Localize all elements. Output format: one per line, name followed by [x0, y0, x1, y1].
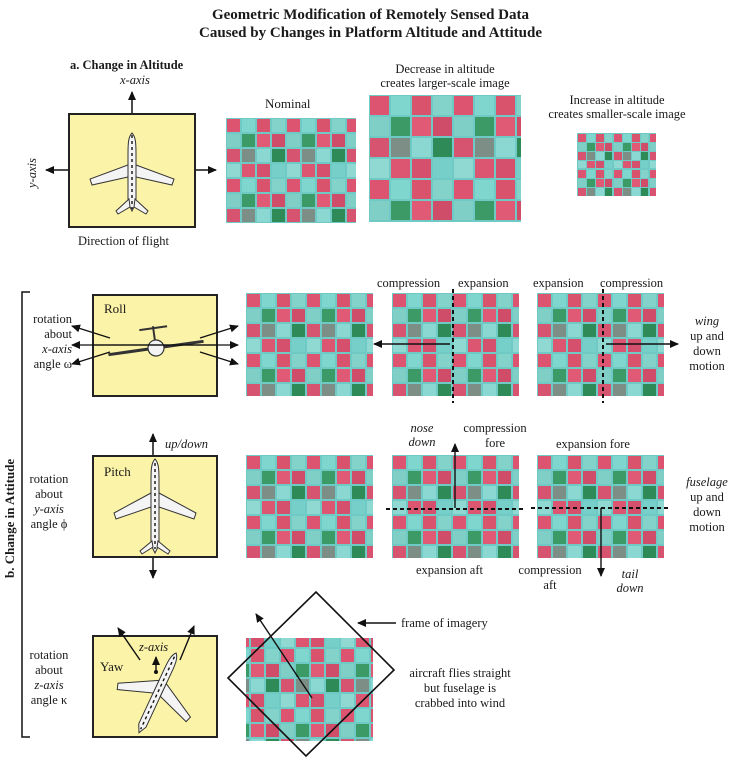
yaw-z-axis-label: z-axis — [139, 640, 169, 654]
section-a-heading: a. Change in Altitude — [70, 58, 184, 72]
aircraft-top-icon — [113, 458, 197, 555]
pitch-aircraft-box: Pitch — [92, 455, 218, 558]
increase-line-2: creates smaller-scale image — [548, 107, 686, 121]
roll-motion-2: up and — [690, 329, 724, 343]
aircraft-top-icon — [89, 132, 175, 215]
yaw-aircraft-box: Yaw z-axis — [92, 635, 218, 738]
larger-scale-image — [369, 95, 521, 222]
yaw-image-group — [226, 590, 396, 758]
yaw-rot-3: z-axis — [34, 678, 64, 692]
pitch-rotation-text: rotation about y-axis angle ϕ — [18, 472, 80, 532]
yaw-rot-2: about — [35, 663, 63, 677]
increase-altitude-caption: Increase in altitude creates smaller-sca… — [527, 93, 707, 121]
nose-down-1: nose — [410, 421, 434, 435]
roll-nominal-image — [246, 293, 373, 396]
smaller-scale-image — [577, 133, 656, 196]
pitch-motion-4: motion — [689, 520, 725, 534]
aircraft-yawed-icon — [116, 652, 192, 734]
roll-expansion-label: expansion — [458, 276, 509, 290]
roll-compression-label-2: compression — [600, 276, 664, 290]
compression-fore-1: compression — [463, 421, 527, 435]
tail-down-2: down — [616, 581, 644, 595]
expansion-aft-label: expansion aft — [416, 563, 483, 577]
increase-line-1: Increase in altitude — [569, 93, 665, 107]
aircraft-front-icon — [108, 325, 204, 357]
yaw-rotation-text: rotation about z-axis angle κ — [18, 648, 80, 708]
pitch-rot-4: angle ϕ — [30, 517, 68, 531]
crab-caption: aircraft flies straight but fuselage is … — [385, 666, 535, 711]
decrease-altitude-caption: Decrease in altitude creates larger-scal… — [360, 62, 530, 90]
compression-aft-1: compression — [518, 563, 582, 577]
nominal-image — [226, 118, 356, 223]
roll-motion-4: motion — [689, 359, 725, 373]
tail-down-1: tail — [621, 567, 639, 581]
pitch-motion-2: up and — [690, 490, 724, 504]
yaw-rot-1: rotation — [29, 648, 69, 662]
roll-rot-3: x-axis — [42, 342, 72, 356]
roll-motion-caption: wing up and down motion — [680, 314, 734, 374]
roll-motion-3: down — [693, 344, 721, 358]
compression-aft-label: compression aft — [510, 563, 590, 593]
yaw-rot-4: angle κ — [30, 693, 68, 707]
decrease-line-2: creates larger-scale image — [380, 76, 510, 90]
roll-compression-label: compression — [377, 276, 441, 290]
frame-of-imagery-label: frame of imagery — [401, 616, 488, 630]
roll-rotation-text: rotation about x-axis angle ω — [20, 312, 72, 372]
compression-aft-2: aft — [543, 578, 557, 592]
crab-line-3: crabbed into wind — [414, 696, 506, 710]
altitude-aircraft-box — [68, 113, 196, 228]
x-axis-label: x-axis — [120, 73, 150, 87]
pitch-motion-3: down — [693, 505, 721, 519]
title-line-1: Geometric Modification of Remotely Sense… — [211, 7, 529, 23]
pitch-updown-label: up/down — [165, 437, 209, 451]
roll-label: Roll — [104, 301, 127, 316]
pitch-nominal-image — [246, 455, 373, 558]
compression-fore-2: fore — [484, 436, 506, 450]
decrease-line-1: Decrease in altitude — [395, 62, 495, 76]
altitude-axes — [45, 91, 217, 174]
roll-rot-1: rotation — [33, 312, 72, 326]
yaw-label: Yaw — [100, 659, 124, 674]
compression-fore-label: compression fore — [455, 421, 535, 451]
pitch-motion-1: fuselage — [686, 475, 728, 489]
title-line-2: Caused by Changes in Platform Altitude a… — [199, 25, 542, 41]
pitch-rot-2: about — [35, 487, 63, 501]
pitch-label: Pitch — [104, 464, 131, 479]
direction-of-flight-label: Direction of flight — [78, 234, 169, 248]
roll-motion-1: wing — [694, 314, 720, 328]
nose-down-2: down — [408, 435, 436, 449]
roll-rot-2: about — [44, 327, 72, 341]
tail-down-label: tail down — [612, 567, 648, 595]
figure-title: Geometric Modification of Remotely Sense… — [0, 6, 741, 42]
crab-line-1: aircraft flies straight — [409, 666, 511, 680]
pitch-rot-1: rotation — [29, 472, 69, 486]
nose-down-label: nose down — [404, 421, 440, 449]
pitch-rot-3: y-axis — [34, 502, 64, 516]
roll-rot-4: angle ω — [33, 357, 72, 371]
pitch-motion-caption: fuselage up and down motion — [676, 475, 738, 535]
roll-expansion-label-2: expansion — [533, 276, 584, 290]
nominal-label: Nominal — [265, 96, 311, 111]
expansion-fore-label: expansion fore — [556, 437, 630, 451]
crab-line-2: but fuselage is — [423, 681, 497, 695]
